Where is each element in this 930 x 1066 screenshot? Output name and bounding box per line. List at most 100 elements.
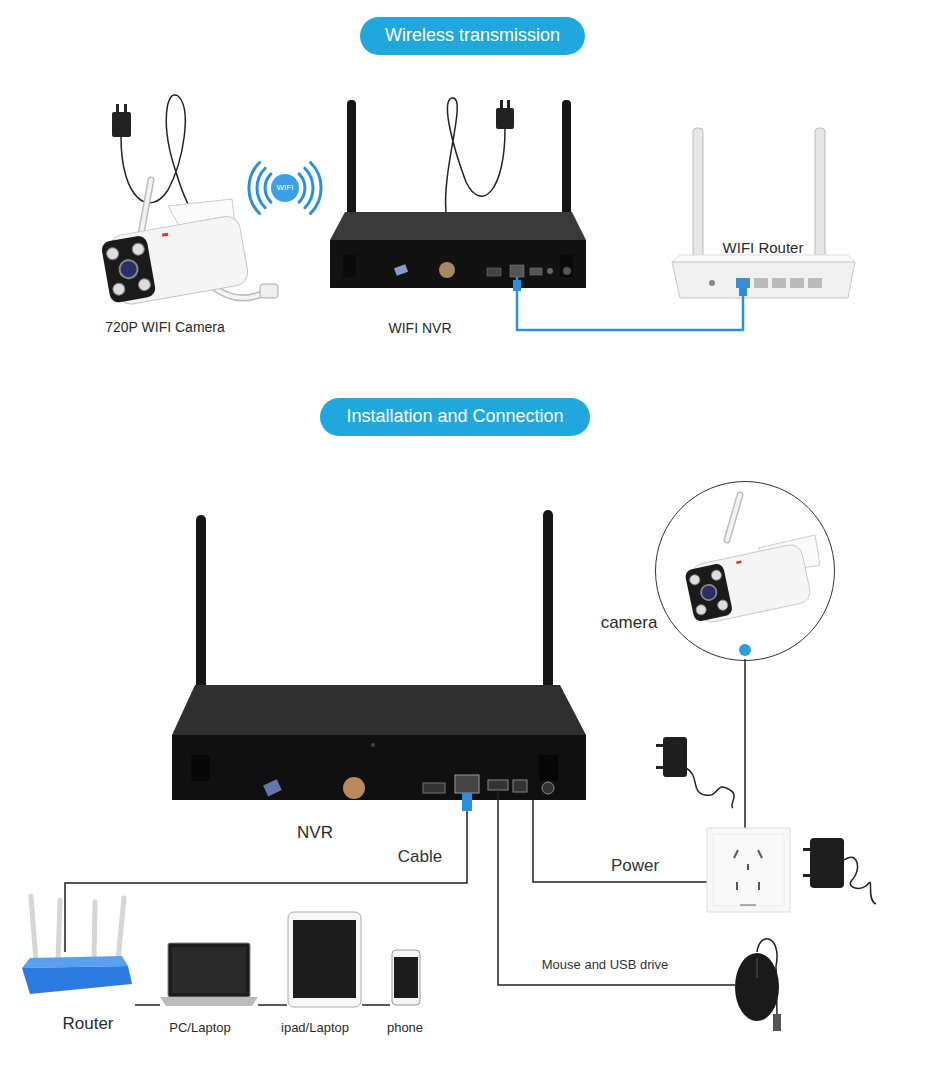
camera-illustration-part <box>739 644 751 656</box>
power-adapter <box>656 737 734 808</box>
mouse-illustration-part <box>756 958 758 978</box>
section-pill: Installation and Connection <box>320 398 590 436</box>
power-outlet-part <box>758 850 762 858</box>
wifi-waves-part <box>249 163 260 214</box>
camera-illustration <box>656 481 834 659</box>
power-adapter-part <box>844 857 876 904</box>
router-illustration-part <box>754 278 768 288</box>
camera-illustration-part-part <box>118 259 139 280</box>
network-plug-part <box>513 280 521 291</box>
device-label: 720P WIFI Camera <box>105 319 225 335</box>
wire-part <box>498 790 735 985</box>
nvr-illustration-part <box>371 743 375 747</box>
wire-label: Power <box>611 856 659 876</box>
wire-part <box>744 656 746 828</box>
power-adapter <box>446 98 514 212</box>
device-box: phone <box>390 948 422 1008</box>
power-adapter-part <box>803 874 811 877</box>
device-label: camera <box>601 613 658 633</box>
nvr-illustration-part <box>530 268 542 275</box>
power-outlet-part <box>707 828 790 912</box>
router-illustration-part <box>772 278 786 288</box>
router-illustration-part <box>31 896 36 962</box>
connector-label: Cable <box>398 847 442 867</box>
device-box: PC/Laptop <box>160 940 258 1008</box>
power-adapter-part <box>507 100 510 109</box>
nvr-illustration-part <box>263 779 282 796</box>
wifi-waves <box>249 163 321 214</box>
router-illustration-part <box>815 128 825 268</box>
power-adapter-part <box>663 737 687 777</box>
camera-illustration-part <box>260 284 278 298</box>
connector-line <box>517 300 743 330</box>
device-label: PC/Laptop <box>169 1021 230 1036</box>
camera-illustration-part-part <box>689 574 701 586</box>
power-adapter-part <box>810 838 844 888</box>
power-outlet-part <box>747 864 749 870</box>
power-adapter-part <box>112 112 131 137</box>
router-illustration-part <box>709 280 715 286</box>
camera-illustration-part-part <box>695 604 707 616</box>
nvr-illustration-part <box>487 268 501 276</box>
camera-illustration-part-part <box>112 282 126 296</box>
router-illustration-part <box>22 966 132 994</box>
router-illustration-part <box>94 902 95 960</box>
router-illustration-part <box>808 278 822 288</box>
power-outlet-part <box>740 904 756 906</box>
mouse-illustration-part <box>773 1014 781 1031</box>
camera-illustration-part <box>727 495 740 540</box>
tablet-illustration <box>288 912 361 1007</box>
power-adapter-part <box>496 108 514 129</box>
device-box: 720P WIFI Camera <box>100 105 300 305</box>
camera-illustration-part-part <box>736 560 742 564</box>
camera-illustration-part <box>656 481 834 659</box>
nvr-illustration-part <box>563 267 571 275</box>
nvr-illustration-part <box>542 782 554 794</box>
section-title: Wireless transmission <box>385 26 560 46</box>
wire <box>498 656 745 985</box>
laptop-illustration-part <box>168 943 250 997</box>
nvr-illustration-part <box>439 262 455 278</box>
tablet-illustration-part <box>288 912 361 1007</box>
camera-illustration-part-part <box>710 569 722 581</box>
power-outlet-part <box>713 834 784 906</box>
camera-illustration-part-part <box>162 233 168 237</box>
power-outlet-part <box>736 882 738 890</box>
wifi-waves-part <box>299 174 305 202</box>
power-adapter-part <box>116 104 119 113</box>
power-outlet-part <box>734 850 738 858</box>
camera-illustration-part-part <box>138 278 152 292</box>
power-outlet-part <box>758 882 760 890</box>
nvr-illustration-part <box>513 780 527 792</box>
nvr-illustration-part <box>510 265 524 277</box>
router-illustration <box>22 896 132 994</box>
nvr-illustration-part <box>172 685 586 735</box>
tablet-illustration-part <box>293 920 356 998</box>
router-illustration-part <box>58 900 60 960</box>
power-adapter-part <box>500 100 503 109</box>
power-adapter <box>803 838 876 904</box>
camera-illustration-part-part <box>700 583 718 601</box>
connector-line <box>258 1004 287 1006</box>
camera-illustration-part-part <box>717 599 729 611</box>
wifi-text: WIFI <box>277 184 294 193</box>
router-illustration-part <box>22 956 128 968</box>
router-illustration <box>672 128 855 298</box>
phone-illustration <box>392 950 420 1005</box>
device-box: WIFI Router <box>672 125 855 300</box>
wire-label: Mouse and USB drive <box>542 957 668 972</box>
device-label: phone <box>387 1021 423 1036</box>
wifi-badge: WIFI <box>271 174 299 202</box>
router-illustration-part <box>672 262 855 298</box>
network-plug <box>739 286 747 300</box>
device-label: Router <box>62 1014 113 1034</box>
device-box: NVR <box>170 505 590 812</box>
nvr-illustration-part <box>547 268 553 274</box>
device-label: WIFI NVR <box>389 320 452 336</box>
router-illustration-part <box>790 278 804 288</box>
nvr-illustration-part <box>330 212 586 240</box>
router-illustration-part <box>118 898 124 960</box>
mouse-illustration <box>735 939 781 1031</box>
nvr-illustration <box>330 100 586 288</box>
